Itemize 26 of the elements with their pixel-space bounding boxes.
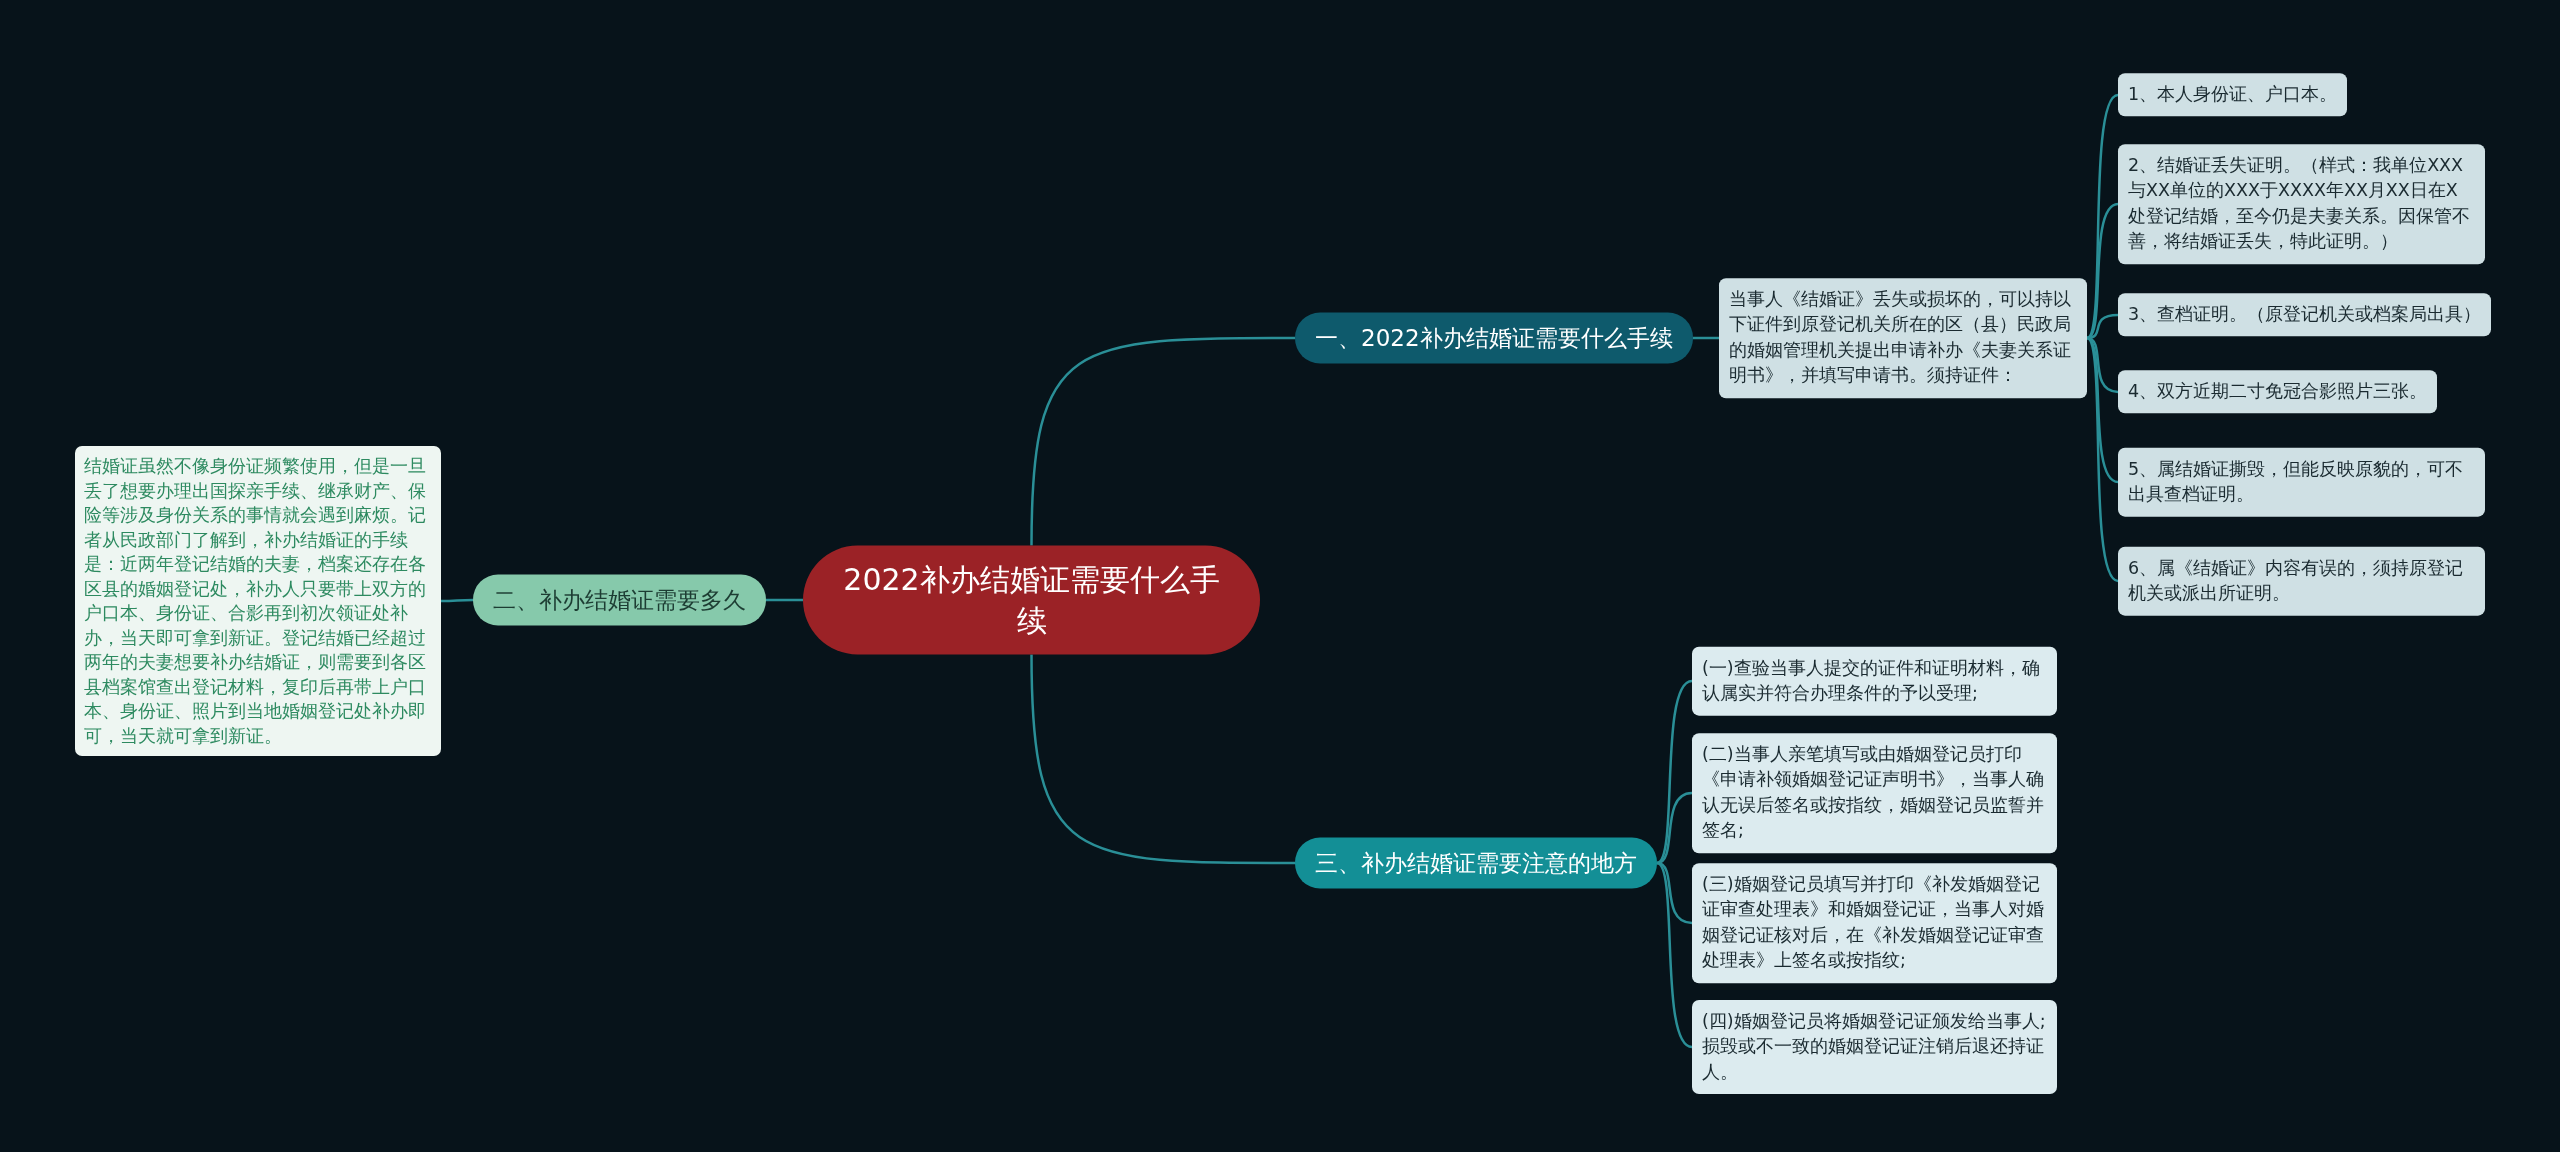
connector-line (1030, 336, 1295, 546)
item-box: 5、属结婚证撕毁，但能反映原貌的，可不出具查档证明。 (2118, 447, 2485, 517)
note-box: 结婚证虽然不像身份证频繁使用，但是一旦丢了想要办理出国探亲手续、继承财产、保险等涉及身份关系的事情就会遇到麻烦。记者从民政部门了解到，补办结婚证的手续是：近两年登记结婚的夫妻，档案还存在各区县的婚姻登记处，补办人只要带上双方的户口本、身份证、合影再到初次领证处补办，当天即可拿到新证。登记结婚已经超过两年的夫妻想要补办结婚证，则需要到各区县档案馆查出登记材料，复印后再带上户口本、身份证、照片到当地婚姻登记处补办即可，当天就可拿到新证。 (75, 446, 441, 756)
connector-line (441, 598, 473, 603)
branch-topic: 三、补办结婚证需要注意的地方 (1295, 837, 1657, 889)
connector-line (1656, 862, 1693, 1049)
item-box: 4、双方近期二寸免冠合影照片三张。 (2118, 370, 2438, 414)
item-box: 3、查档证明。（原登记机关或档案局出具） (2118, 293, 2492, 337)
connector-line (766, 598, 803, 602)
branch-topic: 一、2022补办结婚证需要什么手续 (1295, 312, 1693, 364)
connector-line (2086, 337, 2119, 583)
step-box: (四)婚姻登记员将婚姻登记证颁发给当事人;损毁或不一致的婚姻登记证注销后退还持证人。 (1692, 999, 2057, 1095)
note-box: 当事人《结婚证》丢失或损坏的，可以持以下证件到原登记机关所在的区（县）民政局的婚姻管理机关提出申请补办《夫妻关系证明书》，并填写申请书。须持证件： (1719, 278, 2087, 398)
item-box: 1、本人身份证、户口本。 (2118, 73, 2348, 117)
connector-line (1656, 679, 1693, 864)
step-box: (三)婚姻登记员填写并打印《补发婚姻登记证审查处理表》和婚姻登记证，当事人对婚姻登记证核对后，在《补发婚姻登记证审查处理表》上签名或按指纹; (1692, 863, 2057, 983)
connector-line (1656, 861, 1693, 925)
connector-line (1030, 654, 1295, 865)
branch-topic: 二、补办结婚证需要多久 (473, 574, 766, 626)
central-topic: 2022补办结婚证需要什么手续 (803, 545, 1260, 655)
item-box: 2、结婚证丢失证明。（样式：我单位XXX与XX单位的XXX于XXXX年XX月XX日在X处登记结婚，至今仍是夫妻关系。因保管不善，将结婚证丢失，特此证明。） (2118, 144, 2485, 264)
connector-line (1656, 791, 1693, 865)
connector-line (1692, 336, 1719, 340)
step-box: (一)查验当事人提交的证件和证明材料，确认属实并符合办理条件的予以受理; (1692, 646, 2057, 716)
step-box: (二)当事人亲笔填写或由婚姻登记员打印《申请补领婚姻登记证声明书》，当事人确认无误后签名或按指纹，婚姻登记员监誓并签名; (1692, 733, 2057, 853)
item-box: 6、属《结婚证》内容有误的，须持原登记机关或派出所证明。 (2118, 546, 2485, 616)
